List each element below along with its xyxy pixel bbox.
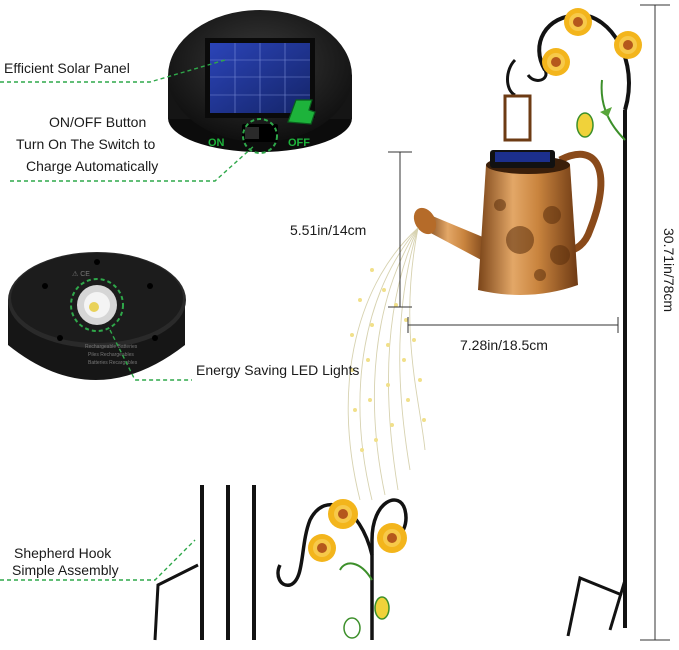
total-height-dimension: 30.71in/78cm [661, 228, 677, 313]
short-hook [276, 498, 408, 640]
switch-off-label: OFF [288, 137, 310, 149]
hook-callout-line2: Simple Assembly [12, 562, 119, 578]
watering-can [413, 150, 605, 295]
led-bulbs [350, 268, 426, 452]
hook-callout-line1: Shepherd Hook [14, 545, 112, 561]
button-callout-line3: Charge Automatically [26, 158, 159, 174]
solar-cap-top [168, 10, 352, 154]
button-callout-line2: Turn On The Switch to [16, 136, 156, 152]
svg-text:Rechargeable Batteries: Rechargeable Batteries [85, 344, 138, 350]
led-strings [347, 227, 426, 501]
solar-panel-callout: Efficient Solar Panel [4, 60, 130, 76]
led-lights-callout: Energy Saving LED Lights [196, 362, 360, 378]
callout-lines [0, 59, 256, 581]
stake-pieces [153, 485, 256, 641]
height-dimension: 5.51in/14cm [290, 222, 367, 238]
button-callout-line1: ON/OFF Button [49, 114, 147, 130]
top-flowers [542, 8, 642, 76]
switch-on-label: ON [208, 137, 225, 149]
svg-text:⚠ CE: ⚠ CE [72, 270, 90, 278]
svg-text:Piles Rechargeables: Piles Rechargeables [88, 352, 134, 358]
pointing-hand-icon [287, 99, 316, 125]
width-dimension: 7.28in/18.5cm [460, 337, 548, 353]
led-cap-bottom: ⚠ CE Rechargeable Batteries Piles Rechar… [8, 252, 186, 380]
svg-text:Batteries Recargables: Batteries Recargables [88, 360, 138, 366]
dimension-lines [388, 4, 670, 641]
